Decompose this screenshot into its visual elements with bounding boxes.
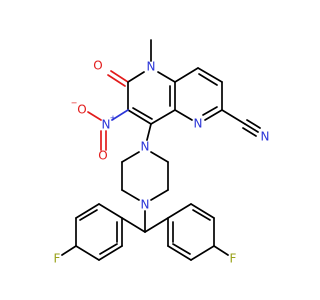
charge-o-nitro: − xyxy=(71,99,78,108)
bond-c2-o-a xyxy=(110,70,129,83)
molecule-structure-diagram: N O O − N + O N N N N F F xyxy=(54,39,270,266)
bond-c8-c7-b xyxy=(198,73,218,86)
bond-c6-n5-a xyxy=(204,109,223,121)
bond-n5-c4a xyxy=(174,109,193,121)
bond-c-f-right xyxy=(213,245,229,256)
bond-ch-right xyxy=(144,217,169,233)
atom-n-ring: N xyxy=(194,117,203,131)
charge-n-nitro: + xyxy=(110,114,117,123)
atom-n-piperazine-bottom: N xyxy=(141,198,150,212)
lph-5b xyxy=(99,243,118,255)
bond-c2-o-b xyxy=(107,74,126,87)
lph-5 xyxy=(98,245,123,261)
bond-c3-nnitro xyxy=(111,109,129,121)
bond-c3-c4-a xyxy=(127,109,152,125)
bond-ch-left xyxy=(121,217,146,233)
bond-pip-3 xyxy=(150,189,169,201)
atom-n-nitrile: N xyxy=(261,130,270,144)
rph-2 xyxy=(190,203,215,219)
lph-2 xyxy=(75,203,100,219)
atom-o-nitro-double: O xyxy=(98,149,107,163)
atom-f-right: F xyxy=(230,252,237,266)
bond-c6-n5-b xyxy=(202,106,218,116)
bond-n1-c2 xyxy=(127,71,145,83)
atom-n-methyl: N xyxy=(147,60,156,74)
rph-5b xyxy=(172,243,191,255)
bond-c6-cn xyxy=(221,109,246,125)
atom-o-carbonyl: O xyxy=(93,59,102,73)
bond-nitrile-2 xyxy=(246,119,261,129)
bond-c3-c4-b xyxy=(132,107,153,120)
bond-c-f-left xyxy=(61,245,77,256)
bond-pip-6 xyxy=(121,151,140,163)
atom-o-nitro-minus: O xyxy=(77,103,86,117)
bond-pip-4 xyxy=(121,189,140,201)
atom-n-nitro: N xyxy=(102,118,111,132)
atom-f-left: F xyxy=(54,252,61,266)
bond-c4-c4a xyxy=(150,109,176,125)
atom-n-piperazine-top: N xyxy=(141,140,150,154)
bond-nitrile-3 xyxy=(242,127,257,137)
bond-c8a-c8 xyxy=(174,67,199,83)
rph-4 xyxy=(190,245,215,261)
rph-2b xyxy=(192,209,211,221)
bond-nnitro-o xyxy=(87,111,102,121)
bond-nitrile-1 xyxy=(244,123,259,133)
bond-pip-1 xyxy=(150,151,169,163)
lph-2b xyxy=(79,209,98,221)
bond-n1-c8a xyxy=(157,71,176,83)
rph-1 xyxy=(167,203,192,219)
rph-5 xyxy=(167,245,192,261)
bond-c4-npip xyxy=(146,123,152,141)
molecule-structure-canvas: N O O − N + O N N N N F F xyxy=(54,39,270,266)
lph-4 xyxy=(75,245,100,261)
lph-1 xyxy=(98,203,123,219)
bond-c8-c7-a xyxy=(197,67,223,83)
